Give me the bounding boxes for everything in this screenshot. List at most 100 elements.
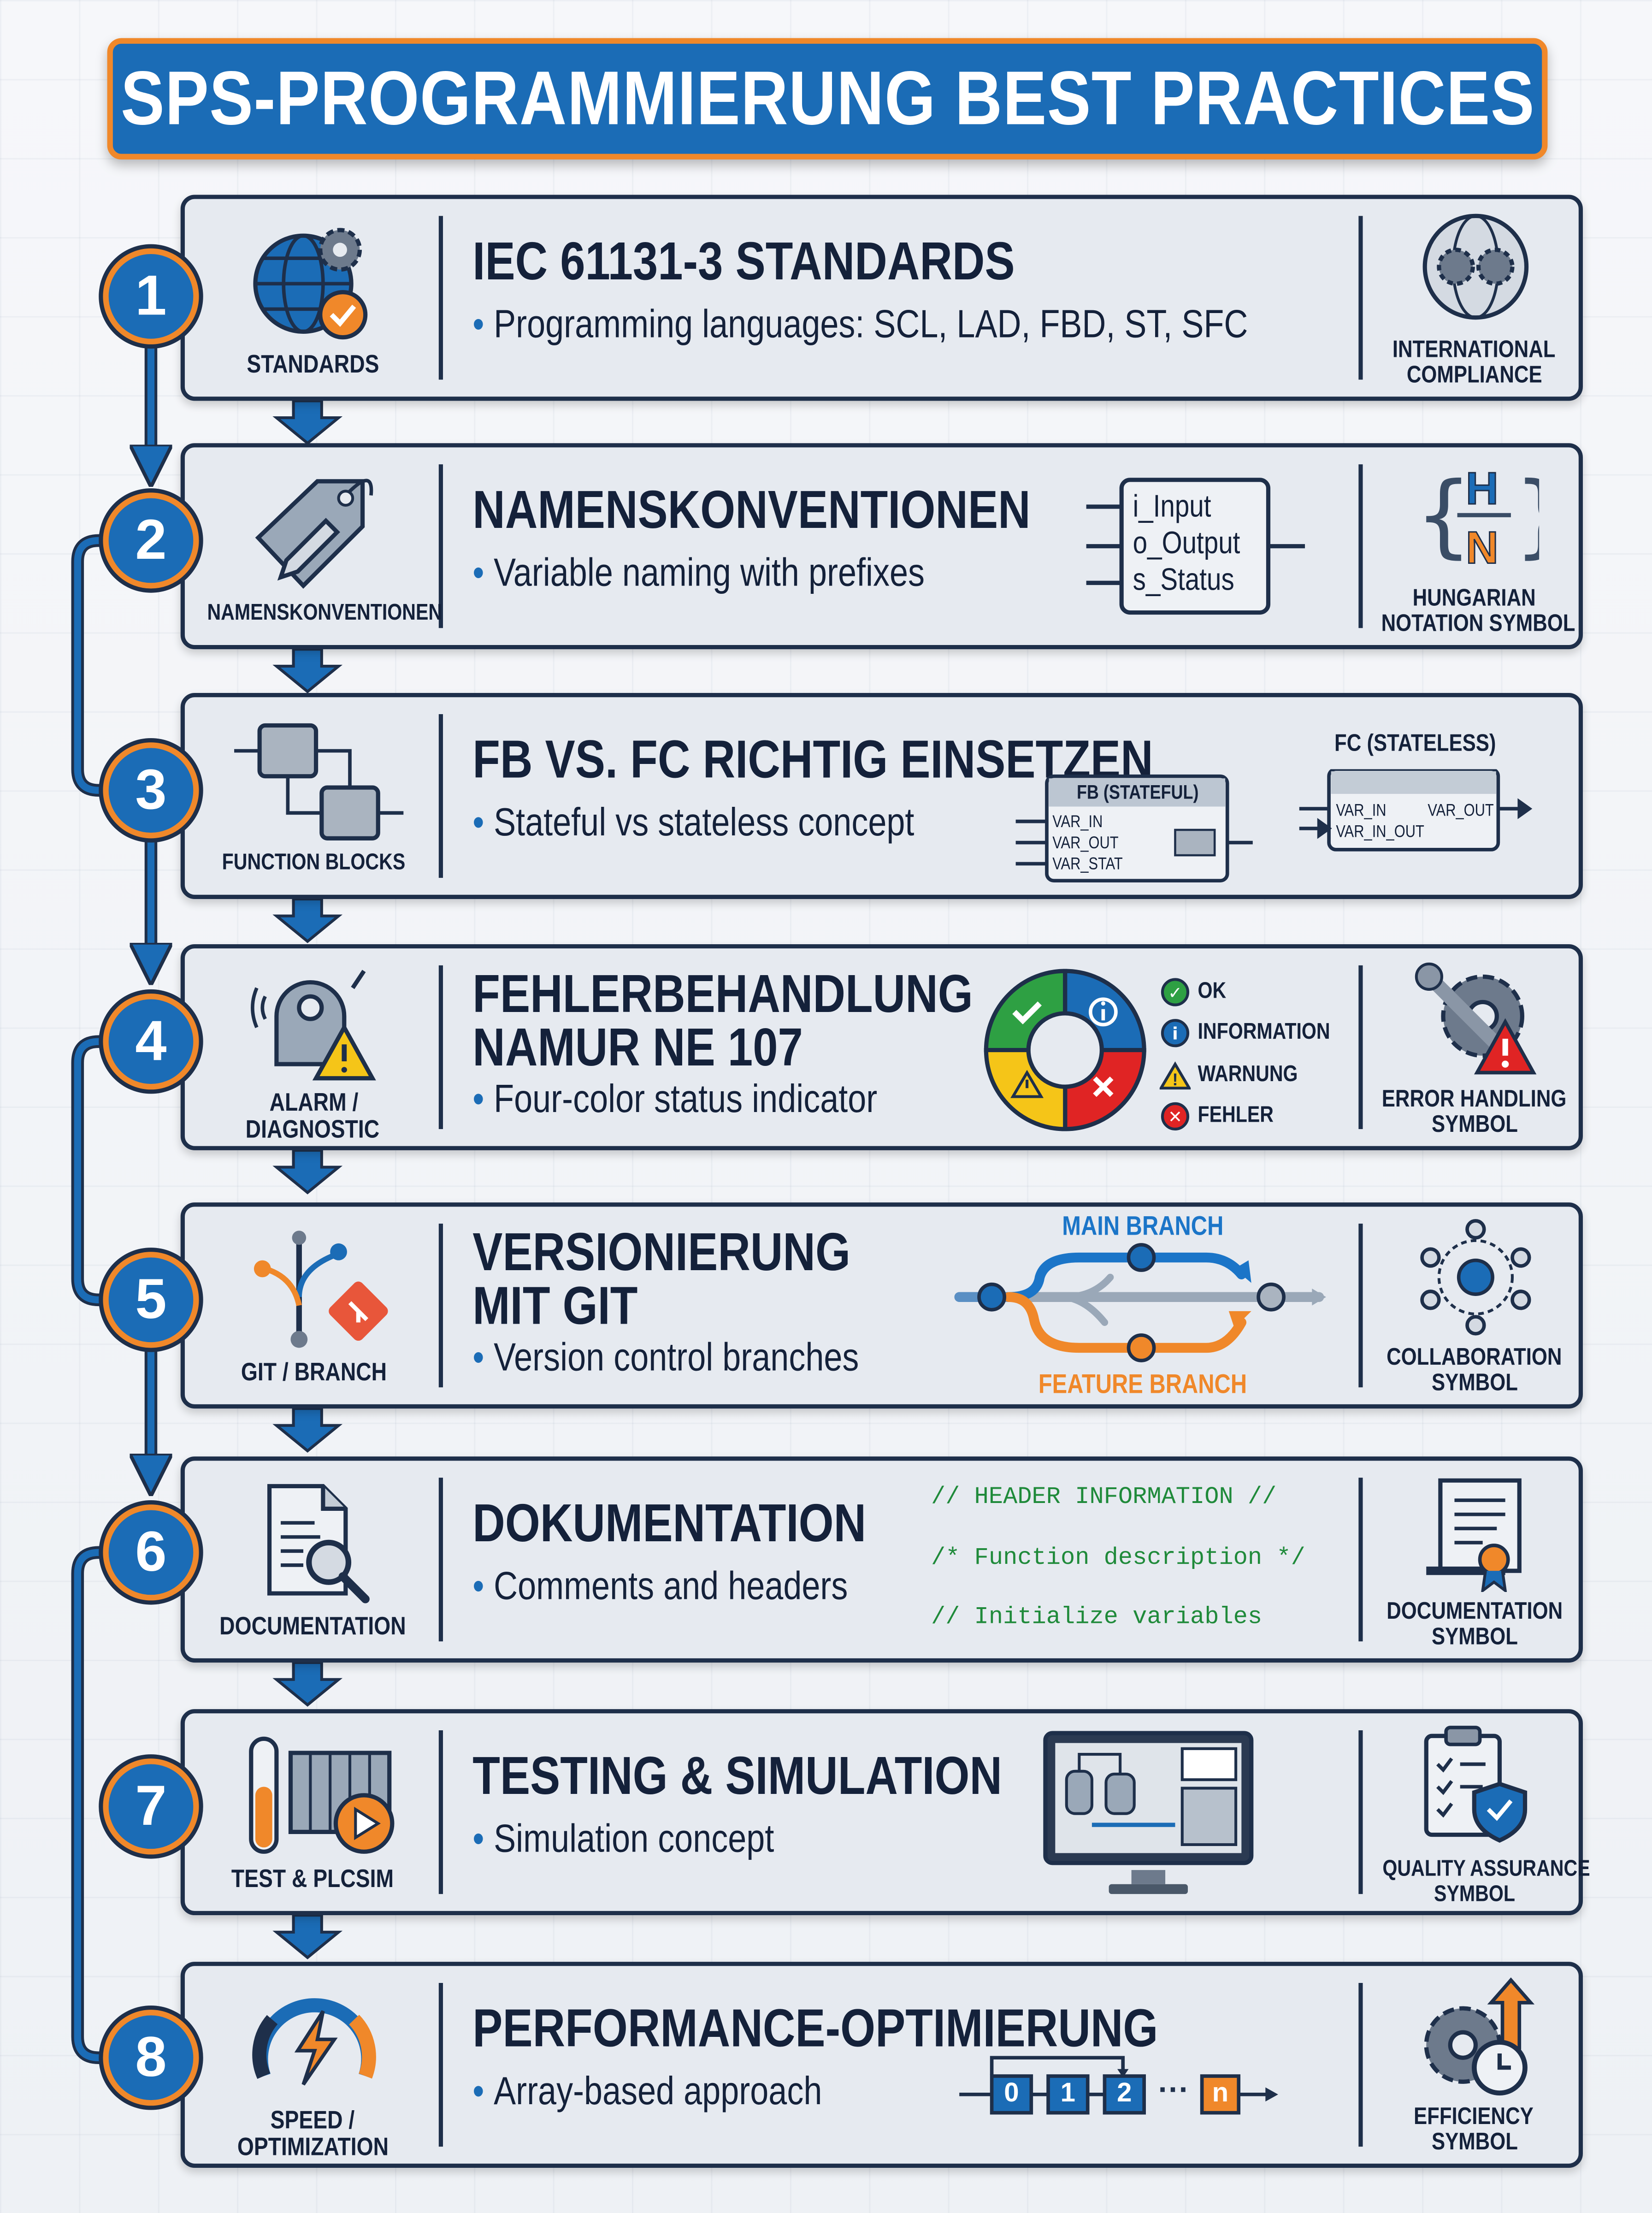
certificate-document-icon <box>1412 1472 1539 1592</box>
step-number-6: 6 <box>103 1504 199 1601</box>
icon-label: GIT / BRANCH <box>240 1357 386 1386</box>
legend-item: ! WARNUNG <box>1159 1054 1355 1096</box>
down-arrow-icon <box>272 897 343 943</box>
card-title: PERFORMANCE-OPTIMIERUNG <box>472 2000 1158 2059</box>
warning-icon <box>1010 1070 1044 1098</box>
prefix-output: o_Output <box>1133 525 1240 561</box>
legend-item: ✓OK <box>1160 971 1355 1012</box>
down-arrow-icon <box>272 648 343 693</box>
icon-label: FUNCTION BLOCKS <box>221 851 405 875</box>
card-bullet: •Four-color status indicator <box>472 1077 878 1121</box>
fb-var-stat: VAR_STAT <box>1052 854 1123 874</box>
legend-label: WARNUNG <box>1198 1062 1298 1087</box>
divider <box>1358 1982 1363 2147</box>
wrench-gear-warning-icon <box>1412 960 1539 1080</box>
tag-pencil-icon <box>247 467 383 601</box>
svg-text:✕: ✕ <box>1168 1107 1182 1127</box>
fc-var-in: VAR_IN <box>1336 800 1386 820</box>
divider <box>438 1730 443 1894</box>
bullet-dot: • <box>472 2069 484 2113</box>
divider <box>438 1478 443 1642</box>
down-arrow-icon <box>272 1913 343 1959</box>
divider <box>1358 1478 1363 1642</box>
card-title: IEC 61131-3 STANDARDS <box>472 233 1015 292</box>
status-legend: ✓OK i INFORMATION! WARNUNG ✕FEHLER <box>1159 971 1355 1137</box>
icon-label: SPEED /OPTIMIZATION <box>237 2106 389 2161</box>
main-branch-label: MAIN BRANCH <box>1062 1212 1224 1242</box>
fc-title: FC (STATELESS) <box>1334 729 1496 757</box>
card-bullet: •Programming languages: SCL, LAD, FBD, S… <box>472 302 1248 346</box>
naming-convention-block <box>1086 478 1305 615</box>
header-banner: SPS-PROGRAMMIERUNG BEST PRACTICES <box>107 38 1548 160</box>
speedometer-bolt-icon <box>244 1977 385 2112</box>
status-dot-icon: i <box>1161 1019 1190 1048</box>
down-arrow-icon <box>272 1661 343 1707</box>
feature-branch-label: FEATURE BRANCH <box>1038 1370 1247 1400</box>
divider <box>1358 464 1363 628</box>
array-diagram <box>959 2056 1278 2115</box>
bullet-dot: • <box>472 1563 484 1608</box>
fb-fc-diagram <box>1015 769 1533 883</box>
ok-check-icon <box>1012 1001 1042 1024</box>
chip-icon <box>1174 828 1216 857</box>
test-tube-plc-icon <box>223 1733 407 1867</box>
bullet-dot: • <box>472 550 484 594</box>
hungarian-notation-icon: {}HN <box>1412 459 1539 571</box>
legend-item: ✕FEHLER <box>1160 1096 1355 1137</box>
bullet-dot: • <box>472 800 484 844</box>
card-bullet: •Version control branches <box>472 1335 859 1379</box>
step-number-2: 2 <box>103 492 199 589</box>
step-number-1: 1 <box>103 248 199 344</box>
divider <box>438 1224 443 1388</box>
fb-title: FB (STATEFUL) <box>1076 780 1198 803</box>
namur-status-donut <box>984 969 1146 1131</box>
fc-var-in-out: VAR_IN_OUT <box>1336 821 1424 841</box>
function-blocks-icon <box>223 717 407 851</box>
down-arrow-icon <box>272 1407 343 1453</box>
card-title: DOKUMENTATION <box>472 1494 867 1554</box>
array-cell-0: 0 <box>1004 2079 1019 2109</box>
git-branch-diagram <box>954 1243 1326 1362</box>
step-number-8: 8 <box>103 2010 199 2106</box>
collaboration-network-icon <box>1412 1218 1539 1337</box>
naming-prefixes: i_Input o_Output s_Status <box>1133 488 1261 598</box>
legend-label: INFORMATION <box>1198 1021 1330 1045</box>
divider <box>438 216 443 380</box>
svg-text:!: ! <box>1172 1070 1178 1089</box>
divider <box>1358 1224 1363 1388</box>
clipboard-shield-icon <box>1412 1725 1539 1845</box>
bullet-dot: • <box>472 1335 484 1379</box>
array-cell-n: n <box>1212 2079 1229 2109</box>
status-dot-icon: ✕ <box>1161 1102 1190 1131</box>
array-ellipsis: ··· <box>1158 2071 1190 2107</box>
down-arrow-icon <box>272 399 343 445</box>
icon-label: NAMENSKONVENTIONEN <box>207 601 442 626</box>
fb-var-out: VAR_OUT <box>1052 833 1119 852</box>
svg-text:H: H <box>1466 463 1499 514</box>
legend-item: i INFORMATION <box>1160 1012 1355 1054</box>
code-comment-init: // Initialize variables <box>931 1604 1263 1632</box>
card-title: FB VS. FC RICHTIG EINSETZEN <box>472 731 1153 791</box>
bullet-dot: • <box>472 302 484 346</box>
card-title: TESTING & SIMULATION <box>472 1747 1003 1807</box>
divider <box>438 965 443 1129</box>
globe-gear-check-icon <box>247 219 383 353</box>
gear-clock-arrow-icon <box>1412 1977 1539 2101</box>
step-number-3: 3 <box>103 742 199 839</box>
card-bullet: •Stateful vs stateless concept <box>472 800 914 844</box>
status-dot-icon: ✓ <box>1161 977 1190 1006</box>
alarm-diagnostic-icon <box>237 960 392 1094</box>
